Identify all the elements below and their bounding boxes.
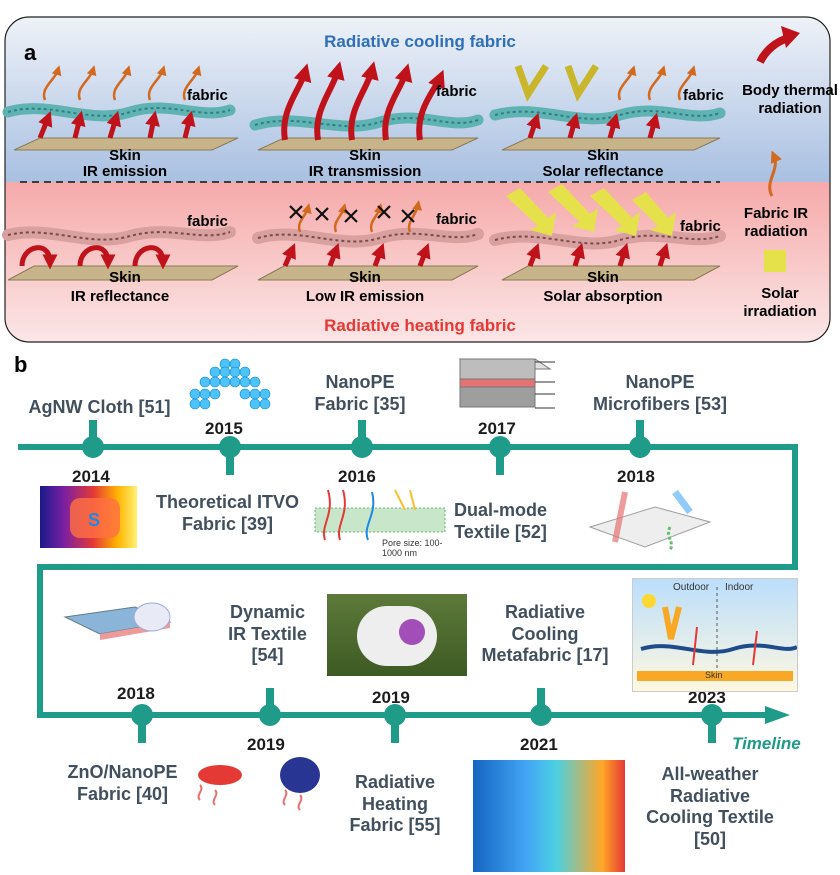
cooling-cell-1-art: [2, 65, 239, 151]
cooling-cell-2-fabric: fabric: [436, 83, 477, 100]
cooling-title: Radiative cooling fabric: [324, 32, 516, 51]
year-2019-a: 2019: [247, 735, 285, 754]
heating-cell-2-skin: Skin: [349, 269, 381, 286]
all-weather-schematic: Outdoor Indoor Skin: [632, 578, 798, 692]
indoor-label: Indoor: [725, 582, 754, 593]
cooling-cell-2-art: [249, 61, 484, 151]
cooling-cell-3-skin: Skin: [587, 147, 619, 164]
heating-cell-3-fabric: fabric: [680, 218, 721, 235]
heating-cell-2-caption: Low IR emission: [305, 288, 425, 305]
nanope-pore-schematic: Pore size: 100-1000 nm: [310, 480, 455, 565]
cooling-cell-1-skin: Skin: [109, 147, 141, 164]
year-2018-b: 2018: [117, 684, 155, 703]
milestone-dynamic-ir-textile: Dynamic IR Textile [54]: [228, 602, 307, 666]
milestone-zno-nanope: ZnO/NanoPE Fabric [40]: [67, 762, 178, 804]
year-2018-a: 2018: [617, 467, 655, 486]
cooling-cell-3-art: [489, 64, 726, 151]
sun-icon: [642, 594, 656, 608]
milestone-radiative-heating-fabric: Radiative Heating Fabric [55]: [349, 772, 441, 836]
milestone-all-weather-textile: All-weather Radiative Cooling Textile [5…: [646, 764, 774, 849]
heating-cell-2-fabric: fabric: [436, 211, 477, 228]
timeline-label: Timeline: [732, 734, 801, 753]
zno-fabric-image: [63, 602, 172, 640]
cooling-cell-3-caption: Solar reflectance: [542, 163, 664, 180]
heating-cell-3-art: [489, 184, 726, 281]
heating-cell-1-caption: IR reflectance: [70, 288, 170, 305]
cooling-cell-2-caption: IR transmission: [308, 163, 422, 180]
legend-icons: [756, 26, 800, 272]
milestone-itvo-fabric: Theoretical ITVO Fabric [39]: [155, 492, 300, 534]
cooling-cell-1-fabric: fabric: [187, 87, 228, 104]
thermal-torso-image: [473, 760, 625, 872]
heating-cell-3-skin: Skin: [587, 269, 619, 286]
heating-title: Radiative heating fabric: [324, 316, 516, 335]
panel-a-letter: a: [24, 40, 37, 65]
heating-cell-1-fabric: fabric: [187, 213, 228, 230]
cooling-cell-3-fabric: fabric: [683, 87, 724, 104]
panel-a: a Radiative cooling fabric Radiative hea…: [0, 0, 840, 345]
panel-b-letter: b: [14, 352, 28, 377]
heating-cell-3-caption: Solar absorption: [543, 288, 663, 305]
skin-label: Skin: [705, 670, 723, 680]
itvo-structure-image: [189, 358, 271, 410]
pore-size-text: Pore size: 100-1000 nm: [382, 538, 443, 559]
dual-mode-stack-image: [458, 358, 555, 409]
outdoor-label: Outdoor: [673, 582, 710, 593]
heating-illustrations: [2, 184, 726, 281]
dynamic-yarn-image: [197, 757, 320, 811]
milestone-radiative-cooling-metafabric: Radiative Cooling Metafabric [17]: [481, 602, 609, 666]
fabric-radiation-arrow-icon: [768, 150, 782, 197]
thermal-hand-image: S: [40, 486, 137, 548]
year-2023: 2023: [688, 688, 726, 707]
year-2017: 2017: [478, 419, 516, 438]
cooling-illustrations: [2, 61, 726, 151]
legend-fabric-radiation: Fabric IR radiation: [743, 205, 809, 240]
heating-cell-1-skin: Skin: [109, 269, 141, 286]
milestone-nanope-microfibers: NanoPE Microfibers [53]: [592, 372, 728, 414]
heating-cell-1-art: [2, 226, 239, 281]
heating-cell-2-art: [252, 200, 484, 281]
milestone-dual-mode-textile: Dual-mode Textile [52]: [453, 500, 547, 542]
heating-fabric-photo: [327, 594, 467, 676]
year-2016: 2016: [338, 467, 376, 486]
cooling-cell-2-skin: Skin: [349, 147, 381, 164]
year-2015: 2015: [205, 419, 243, 438]
milestone-agnw-cloth: AgNW Cloth [51]: [28, 397, 171, 417]
microfiber-mesh-image: [588, 489, 712, 551]
year-2021: 2021: [520, 735, 558, 754]
cooling-cell-1-caption: IR emission: [82, 163, 168, 180]
year-2019-b: 2019: [372, 688, 410, 707]
svg-text:S: S: [88, 510, 100, 530]
year-2014: 2014: [72, 467, 110, 486]
legend-solar: Solar irradiation: [743, 285, 817, 320]
solar-irradiation-icon: [764, 250, 786, 272]
legend-body-radiation: Body thermal radiation: [742, 82, 838, 117]
milestone-nanope-fabric: NanoPE Fabric [35]: [314, 372, 406, 414]
